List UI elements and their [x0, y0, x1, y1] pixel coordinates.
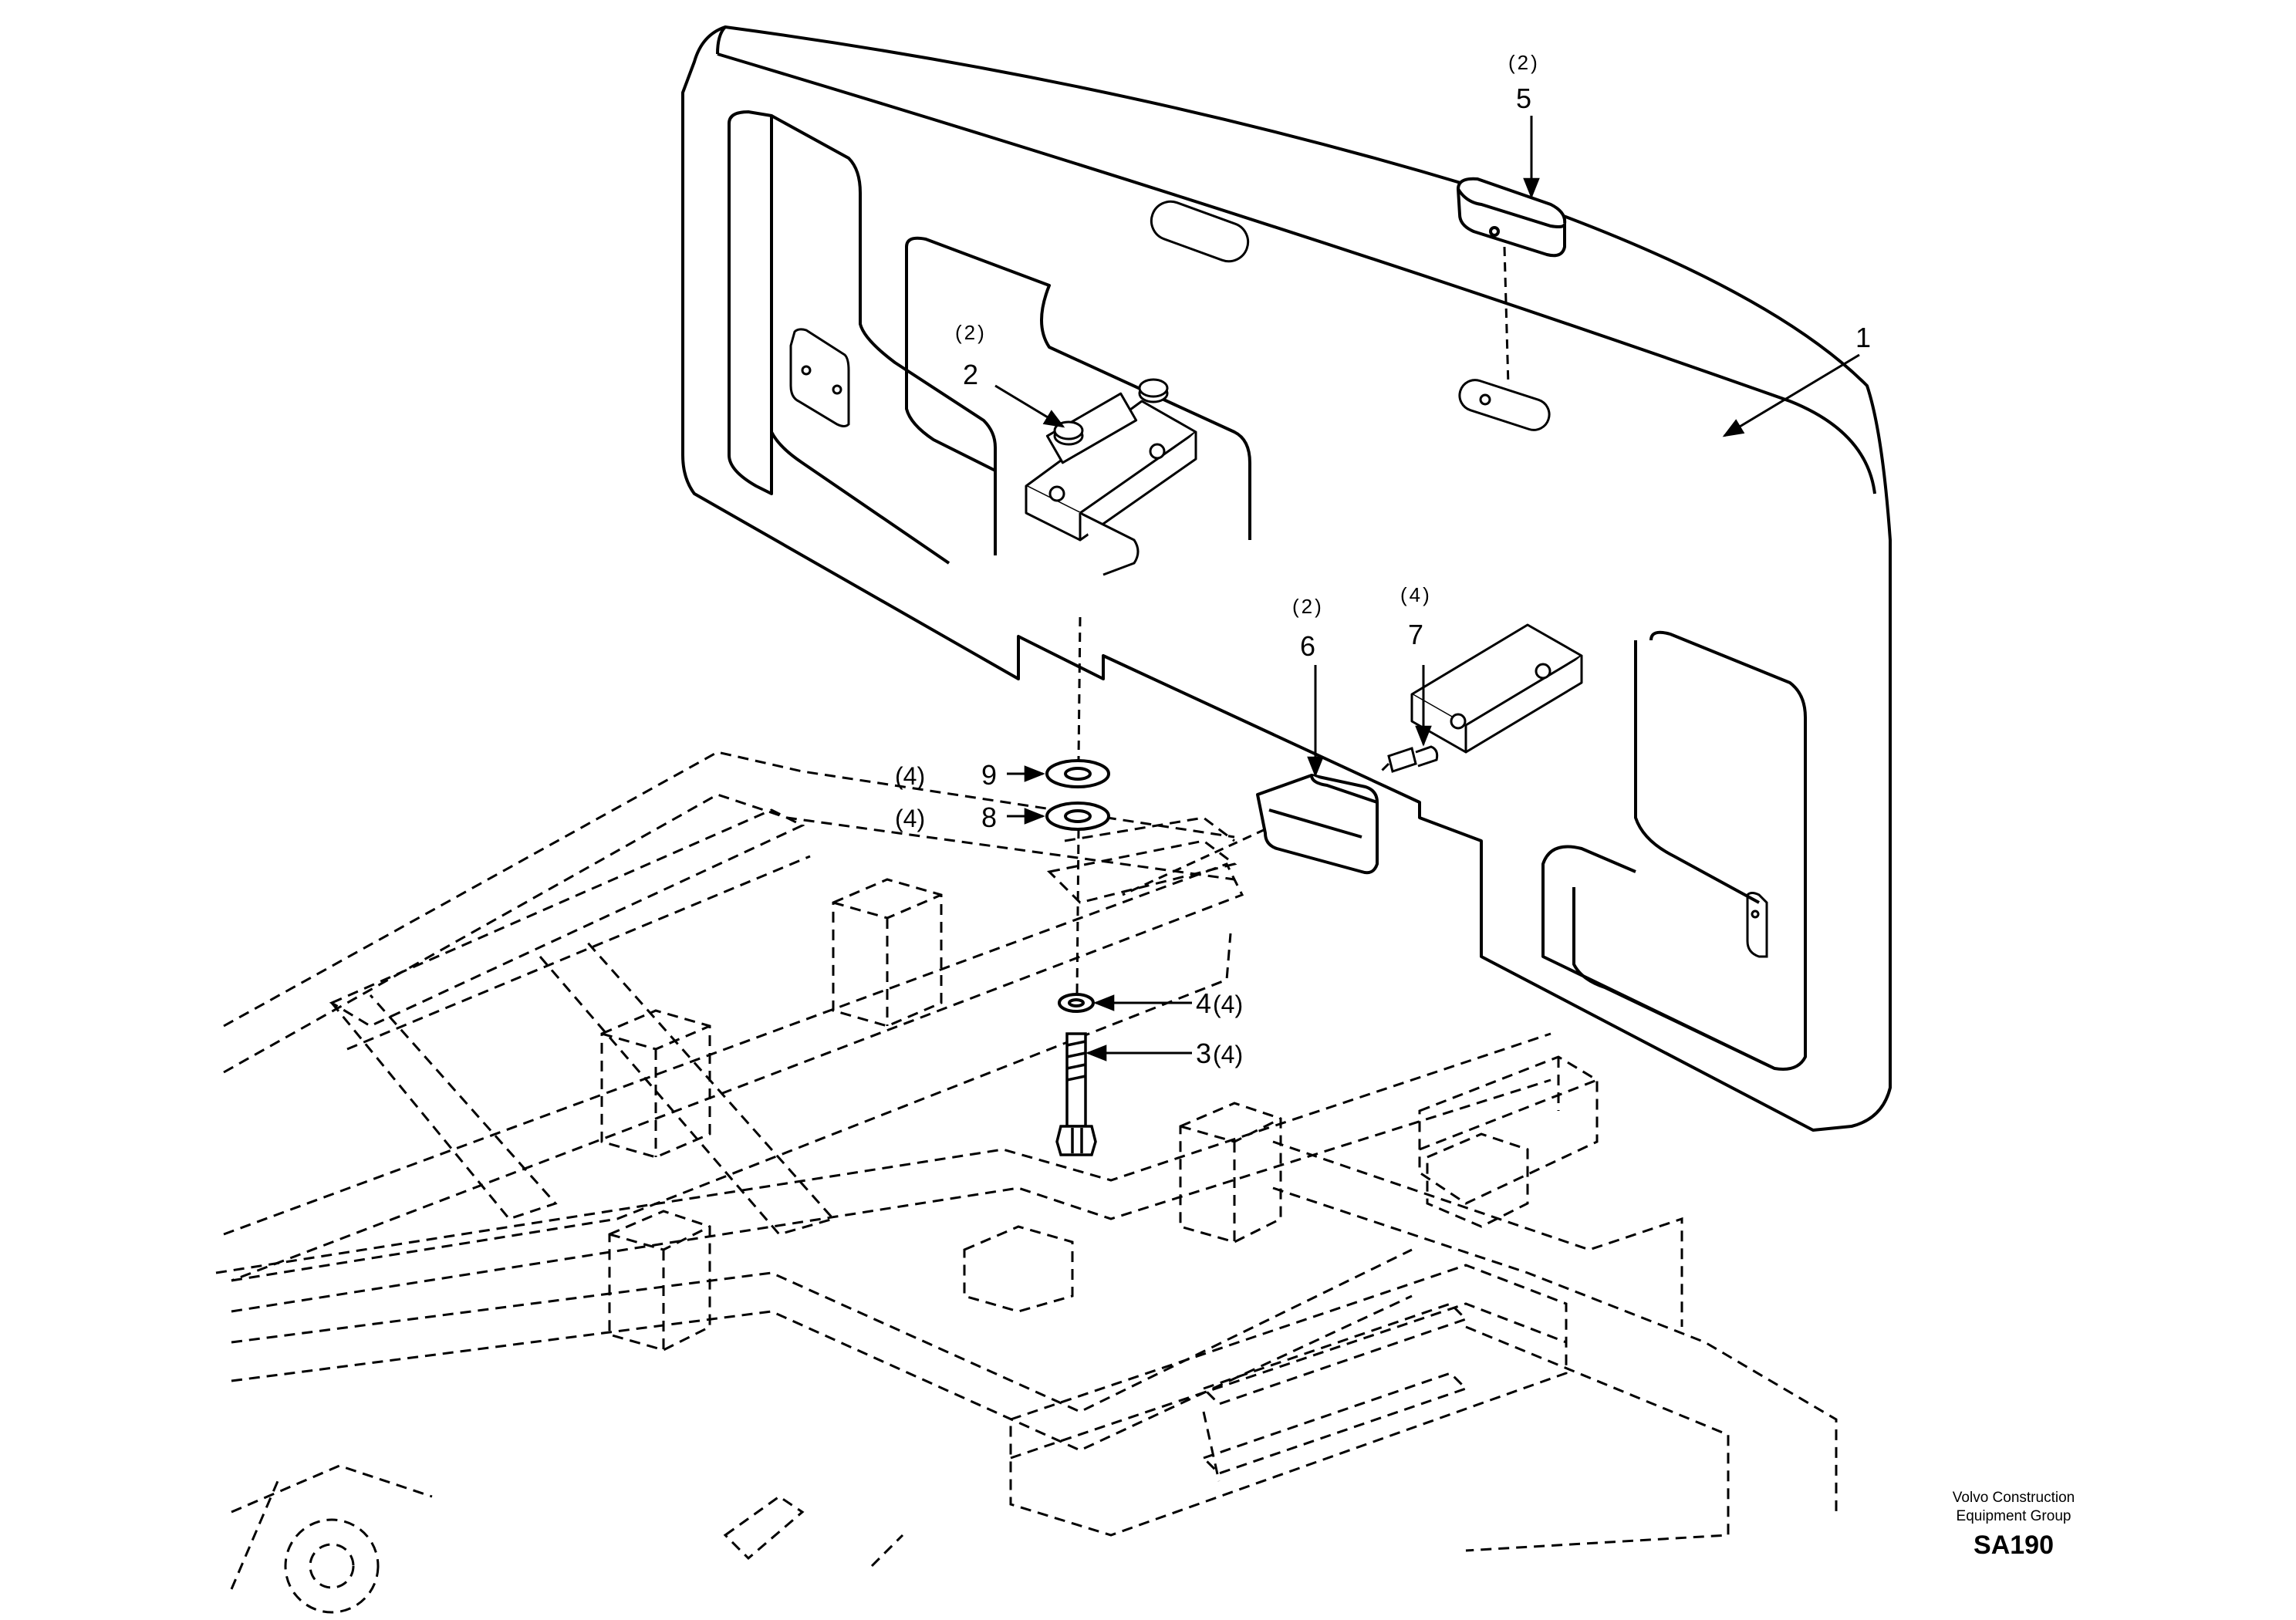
- washer-part-9: [1045, 759, 1110, 788]
- callout-6-number: 6: [1300, 630, 1315, 662]
- washer-part-4: [1058, 993, 1095, 1013]
- bolt-part-3: [1055, 1032, 1097, 1156]
- callout-9-number: 9: [981, 759, 997, 791]
- callout-4-number: 4: [1196, 987, 1211, 1019]
- counterweight-body: [681, 25, 1892, 1132]
- callout-5-qty: (2): [1508, 51, 1540, 74]
- washer-part-8: [1045, 802, 1110, 831]
- callout-7-number: 7: [1408, 619, 1423, 650]
- company-name-line-1: Volvo Construction: [1952, 1490, 2075, 1506]
- cover-part-6: [1256, 774, 1379, 875]
- callout-3-qty: (4): [1213, 1041, 1243, 1068]
- assembly-guide-lines: [1075, 246, 1510, 996]
- bolt-part-7: [1387, 745, 1439, 773]
- callout-8-number: 8: [981, 802, 997, 833]
- callout-2-number: 2: [963, 359, 978, 390]
- callout-5-number: 5: [1516, 83, 1531, 114]
- callout-7-qty: (4): [1400, 583, 1432, 606]
- bracket-right: [1410, 623, 1583, 754]
- leader-1: [1722, 353, 1860, 437]
- corner-plates: [789, 328, 1768, 958]
- callout-6-qty: (2): [1292, 595, 1324, 618]
- company-name-line-2: Equipment Group: [1956, 1508, 2071, 1524]
- top-slots: [1150, 200, 1551, 431]
- drawing-code: SA190: [1974, 1531, 2054, 1560]
- counterweight-windows: [728, 110, 1807, 1071]
- drawing-title-block: Volvo Construction Equipment Group SA190: [1906, 1489, 2122, 1561]
- callout-1-number: 1: [1855, 322, 1871, 353]
- plug-part-5: [1456, 177, 1567, 258]
- callout-8-qty: (4): [895, 805, 925, 832]
- callout-2-qty: (2): [955, 321, 987, 344]
- callout-4-qty: (4): [1213, 991, 1243, 1018]
- callout-9-qty: (4): [895, 762, 925, 790]
- callout-3-number: 3: [1196, 1038, 1211, 1069]
- upper-frame-dashed: [215, 751, 1838, 1614]
- leader-2: [994, 384, 1065, 428]
- leader-arrows: [994, 116, 1860, 1061]
